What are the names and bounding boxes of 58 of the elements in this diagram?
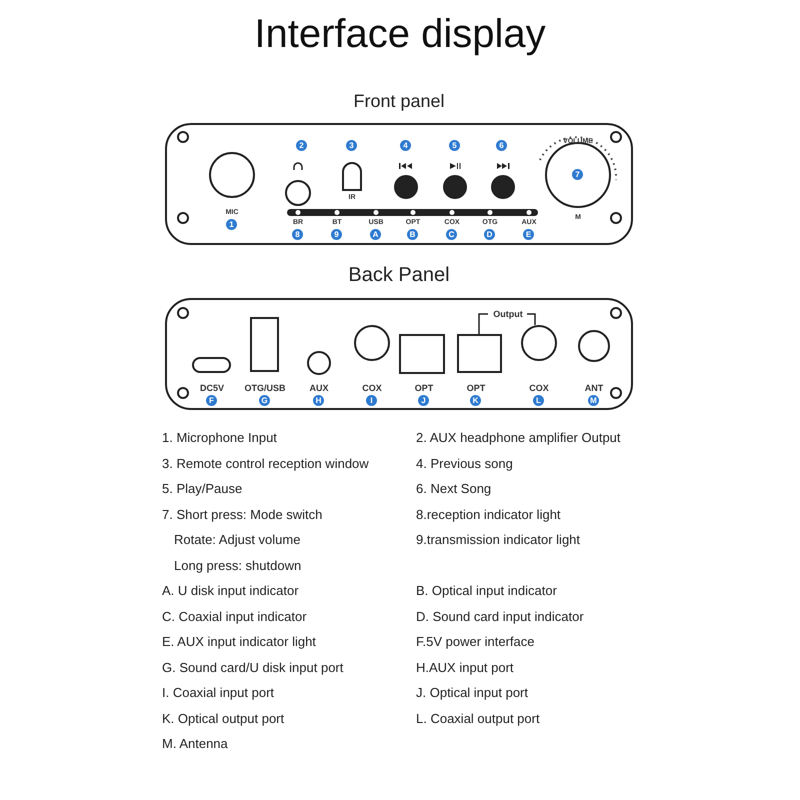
callout-number: F xyxy=(206,395,217,406)
callout-number: 1 xyxy=(226,219,237,230)
legend-text: 3. Remote control reception window xyxy=(162,456,369,470)
legend-text: C. Coaxial input indicator xyxy=(162,608,307,624)
callout-number: E xyxy=(523,229,534,240)
legend-text: B. Optical input indicator xyxy=(416,583,557,598)
callout-number: K xyxy=(470,395,481,406)
legend-text: L. Coaxial output port xyxy=(416,710,540,726)
callout-number: 9 xyxy=(331,229,342,240)
legend-text: K. Optical output port xyxy=(162,710,284,726)
callout-number: I xyxy=(366,395,377,406)
legend-text: 7. Short press: Mode switch xyxy=(162,506,322,522)
callout-number: G xyxy=(259,395,270,406)
legend-text: F.5V power interface xyxy=(416,634,535,649)
callout-number: J xyxy=(418,395,429,406)
legend-text: E. AUX input indicator light xyxy=(162,634,316,649)
legend-text: 4. Previous song xyxy=(416,456,513,470)
callout-number: D xyxy=(484,229,495,240)
legend-text: A. U disk input indicator xyxy=(162,583,299,598)
legend-text: 1. Microphone Input xyxy=(162,430,277,445)
part-label: COX xyxy=(529,383,549,393)
panel-heading: Back Panel xyxy=(347,264,451,287)
legend-text: J. Optical input port xyxy=(416,685,528,700)
callout-number: 3 xyxy=(346,140,357,151)
callout-number: 7 xyxy=(572,169,583,180)
part-label: AUX xyxy=(310,383,328,393)
legend-text: G. Sound card/U disk input port xyxy=(162,660,344,674)
part-label: Output xyxy=(493,309,523,319)
part-label: OTG/USB xyxy=(244,383,286,393)
title: Interface display xyxy=(253,12,547,57)
callout-number: B xyxy=(407,229,418,240)
part-label: OPT xyxy=(466,383,486,393)
legend-text: D. Sound card input indicator xyxy=(416,608,584,624)
callout-number: 2 xyxy=(296,140,307,151)
legend-text: 9.transmission indicator light xyxy=(416,532,580,547)
legend-text: I. Coaxial input port xyxy=(162,685,274,700)
legend-text: H.AUX input port xyxy=(416,660,514,674)
part-label: DC5V xyxy=(200,383,224,393)
callout-number: M xyxy=(588,395,599,406)
legend-text: M. Antenna xyxy=(162,736,228,751)
legend-text: 2. AUX headphone amplifier Output xyxy=(416,430,621,445)
callout-number: 6 xyxy=(496,140,507,151)
legend-text: 8.reception indicator light xyxy=(416,506,561,522)
legend-text: Rotate: Adjust volume xyxy=(174,532,300,547)
callout-number: 8 xyxy=(292,229,303,240)
callout-number: 5 xyxy=(449,140,460,151)
callout-number: C xyxy=(446,229,457,240)
legend-text: Long press: shutdown xyxy=(174,558,302,572)
callout-number: L xyxy=(533,395,544,406)
part-label: COX xyxy=(362,383,382,393)
part-label: ANT xyxy=(584,383,604,393)
callout-number: 4 xyxy=(400,140,411,151)
legend-text: 5. Play/Pause xyxy=(162,481,242,496)
panel-heading: Front panel xyxy=(352,91,446,112)
legend-text: 6. Next Song xyxy=(416,481,492,496)
part-label: OPT xyxy=(414,383,434,393)
callout-number: A xyxy=(370,229,381,240)
callout-number: H xyxy=(313,395,324,406)
